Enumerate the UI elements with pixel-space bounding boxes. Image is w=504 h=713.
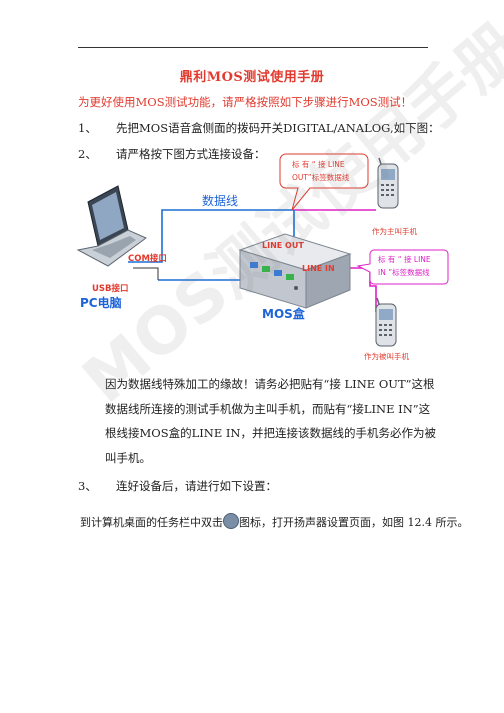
step-text: 先把MOS语音盒侧面的拨码开关DIGITAL/ANALOG,如下图： [116,121,440,135]
callee-label: 作为被叫手机 [364,351,409,361]
callout-in-text-2: IN ”标签数据线 [378,267,430,277]
usb-port-label: USB接口 [92,283,129,294]
step-2: 2、 请严格按下图方式连接设备： [78,146,266,162]
callout-in-text-1: 标 有 “ 接 LINE [378,254,431,264]
line-in-label: LINE IN [302,264,335,273]
step-1: 1、 先把MOS语音盒侧面的拨码开关DIGITAL/ANALOG,如下图： [78,120,440,136]
explanation-paragraph: 因为数据线特殊加工的缘故！请务必把贴有“接 LINE OUT”这根数据线所连接的… [82,372,437,470]
callee-phone-icon [375,297,397,347]
pc-label: PC电脑 [80,295,122,310]
callout-line-in [356,249,449,285]
step-number: 1、 [78,121,97,135]
mos-box-label: MOS盒 [262,306,306,321]
step-number: 3、 [78,479,97,493]
step-text: 连好设备后，请进行如下设置： [116,479,277,493]
callout-out-text-2: OUT”标签数据线 [292,172,350,182]
document-title: 鼎利MOS测试使用手册 [179,70,325,85]
instruction-after: 图标，打开扬声器设置页面，如图 12.4 所示。 [239,516,469,529]
caller-phone-icon [377,157,399,209]
callout-out-text-1: 标 有 “ 接 LINE [292,159,345,169]
step-number: 2、 [78,147,97,161]
data-line-label: 数据线 [202,193,238,208]
caller-label: 作为主叫手机 [372,226,417,236]
laptop-icon [76,185,147,267]
callout-line-out [279,153,369,211]
warning-text: 为更好使用MOS测试功能，请严格按照如下步骤进行MOS测试！ [78,95,413,109]
instruction-before: 到计算机桌面的任务栏中双击 [80,516,223,529]
explanation-text: 因为数据线特殊加工的缘故！请务必把贴有“接 LINE OUT”这根数据线所连接的… [105,377,436,465]
mos-box-icon [238,233,352,309]
line-out-label: LINE OUT [262,241,304,250]
header-rule [78,47,428,48]
connection-diagram: 数据线 COM接口 USB接口 PC电脑 MOS盒 LINE OUT LINE … [76,153,449,361]
speaker-icon [223,513,239,529]
com-port-label: COM接口 [128,253,167,264]
step-3: 3、 连好设备后，请进行如下设置： [78,478,277,494]
step-text: 请严格按下图方式连接设备： [116,147,266,161]
instruction-line: 到计算机桌面的任务栏中双击 图标，打开扬声器设置页面，如图 12.4 所示。 [80,513,468,530]
